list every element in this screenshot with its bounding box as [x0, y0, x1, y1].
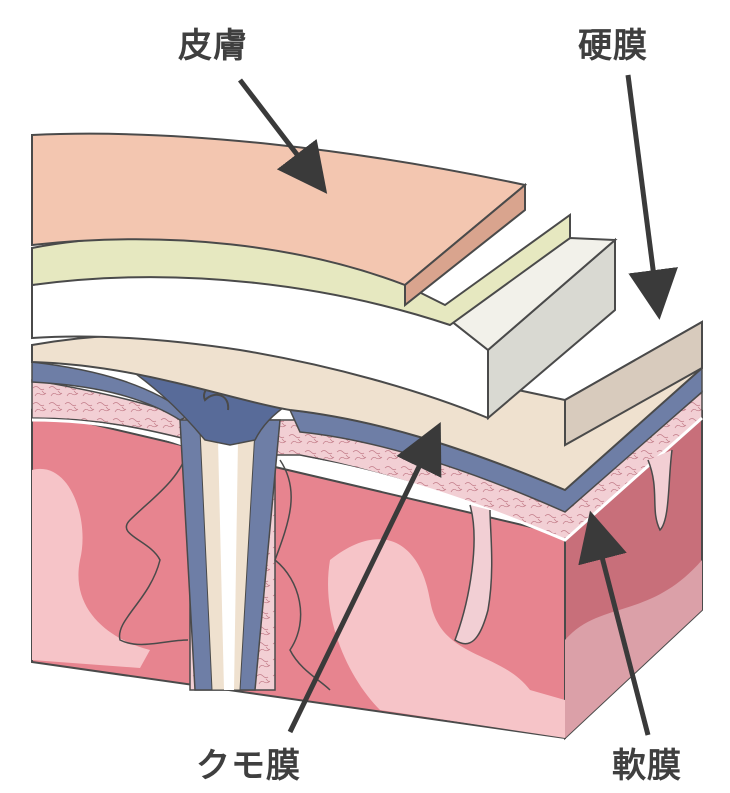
- falx: [179, 419, 281, 691]
- falx-core: [218, 440, 238, 690]
- white-matter-side: [565, 560, 702, 738]
- skin-side: [404, 182, 526, 308]
- sulcus-right: [274, 459, 331, 691]
- sulcus-side: [647, 449, 673, 532]
- pia-arrow: [578, 510, 651, 736]
- arachnoid-arrow: [287, 422, 442, 734]
- dura-arrow: [625, 74, 678, 320]
- pia-label: 軟膜: [612, 746, 682, 786]
- dura-label: 硬膜: [578, 26, 648, 66]
- skin-layer: [31, 132, 528, 308]
- sulcus-left: [118, 449, 189, 646]
- arachnoid-label: クモ膜: [196, 746, 301, 786]
- pia-line: [31, 416, 703, 542]
- skull-layer: [31, 236, 618, 421]
- white-matter-left: [32, 468, 150, 668]
- white-matter-center: [328, 539, 565, 738]
- callout-arrows: [238, 74, 678, 736]
- skin-arrow: [238, 78, 328, 194]
- sulcus-middle: [454, 504, 493, 645]
- skin-label: 皮膚: [178, 26, 248, 66]
- dura-side: [564, 320, 703, 447]
